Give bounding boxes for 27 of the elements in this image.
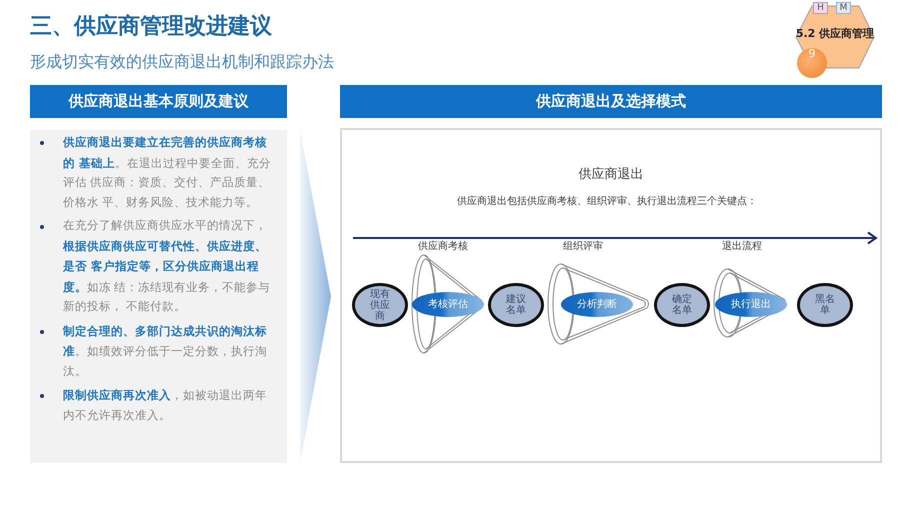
process-ellipse: 考核评估 (412, 292, 484, 317)
stage-label: 退出流程 (722, 240, 762, 253)
list-oval: 黑名单 (797, 283, 853, 327)
list-oval: 确定名单 (654, 283, 710, 327)
section-header: 供应商退出基本原则及建议 (30, 85, 287, 118)
bullet-text: 在充分了解供应商供应水平的情况下，根据供应商供应可替代性、供应进度、是否 客户指定等，区分供应商退出程度。如冻 结：冻结现有业务，不能参与新的投标， 不能付款。 (63, 218, 271, 315)
bullet-text: 制定合理的、多部门达成共识的淘汰标准。如绩效评分低于一定分数，执行淘汰。 (63, 322, 268, 380)
diagram-description: 供应商退出包括供应商考核、组织评审、执行退出流程三个关键点： (457, 195, 757, 208)
stage-label: 组织评审 (563, 240, 603, 253)
bullet-text: 限制供应商再次准入，如被动退出两年内不允许再次准入。 (63, 387, 268, 424)
process-ellipse: 分析判断 (561, 292, 633, 317)
chevron-arrow (300, 130, 331, 463)
bullet-text: 供应商退出要建立在完善的供应商考核的 基础上。在退出过程中要全面、充分评估 供应商：资质、交付、产品质量、价格水 平、财务风险、技术能力等。 (63, 134, 272, 210)
section-header: 供应商退出及选择模式 (340, 85, 882, 118)
process-ellipse: 执行退出 (715, 292, 787, 317)
list-oval: 现有供应商 (352, 283, 408, 327)
badge-label: 5.2 供应商管理 (796, 27, 874, 40)
page-subtitle: 形成切实有效的供应商退出机制和跟踪办法 (30, 51, 334, 73)
stage-label: 供应商考核 (418, 240, 468, 253)
content-frame (340, 128, 882, 463)
diagram-heading: 供应商退出 (578, 167, 644, 183)
text-panel (30, 130, 287, 463)
page-title: 三、供应商管理改进建议 (30, 12, 272, 41)
list-oval: 建议名单 (488, 283, 544, 327)
level-tag: M (836, 2, 851, 14)
level-tag: H (813, 2, 828, 14)
number-circle: 9 (797, 48, 827, 78)
